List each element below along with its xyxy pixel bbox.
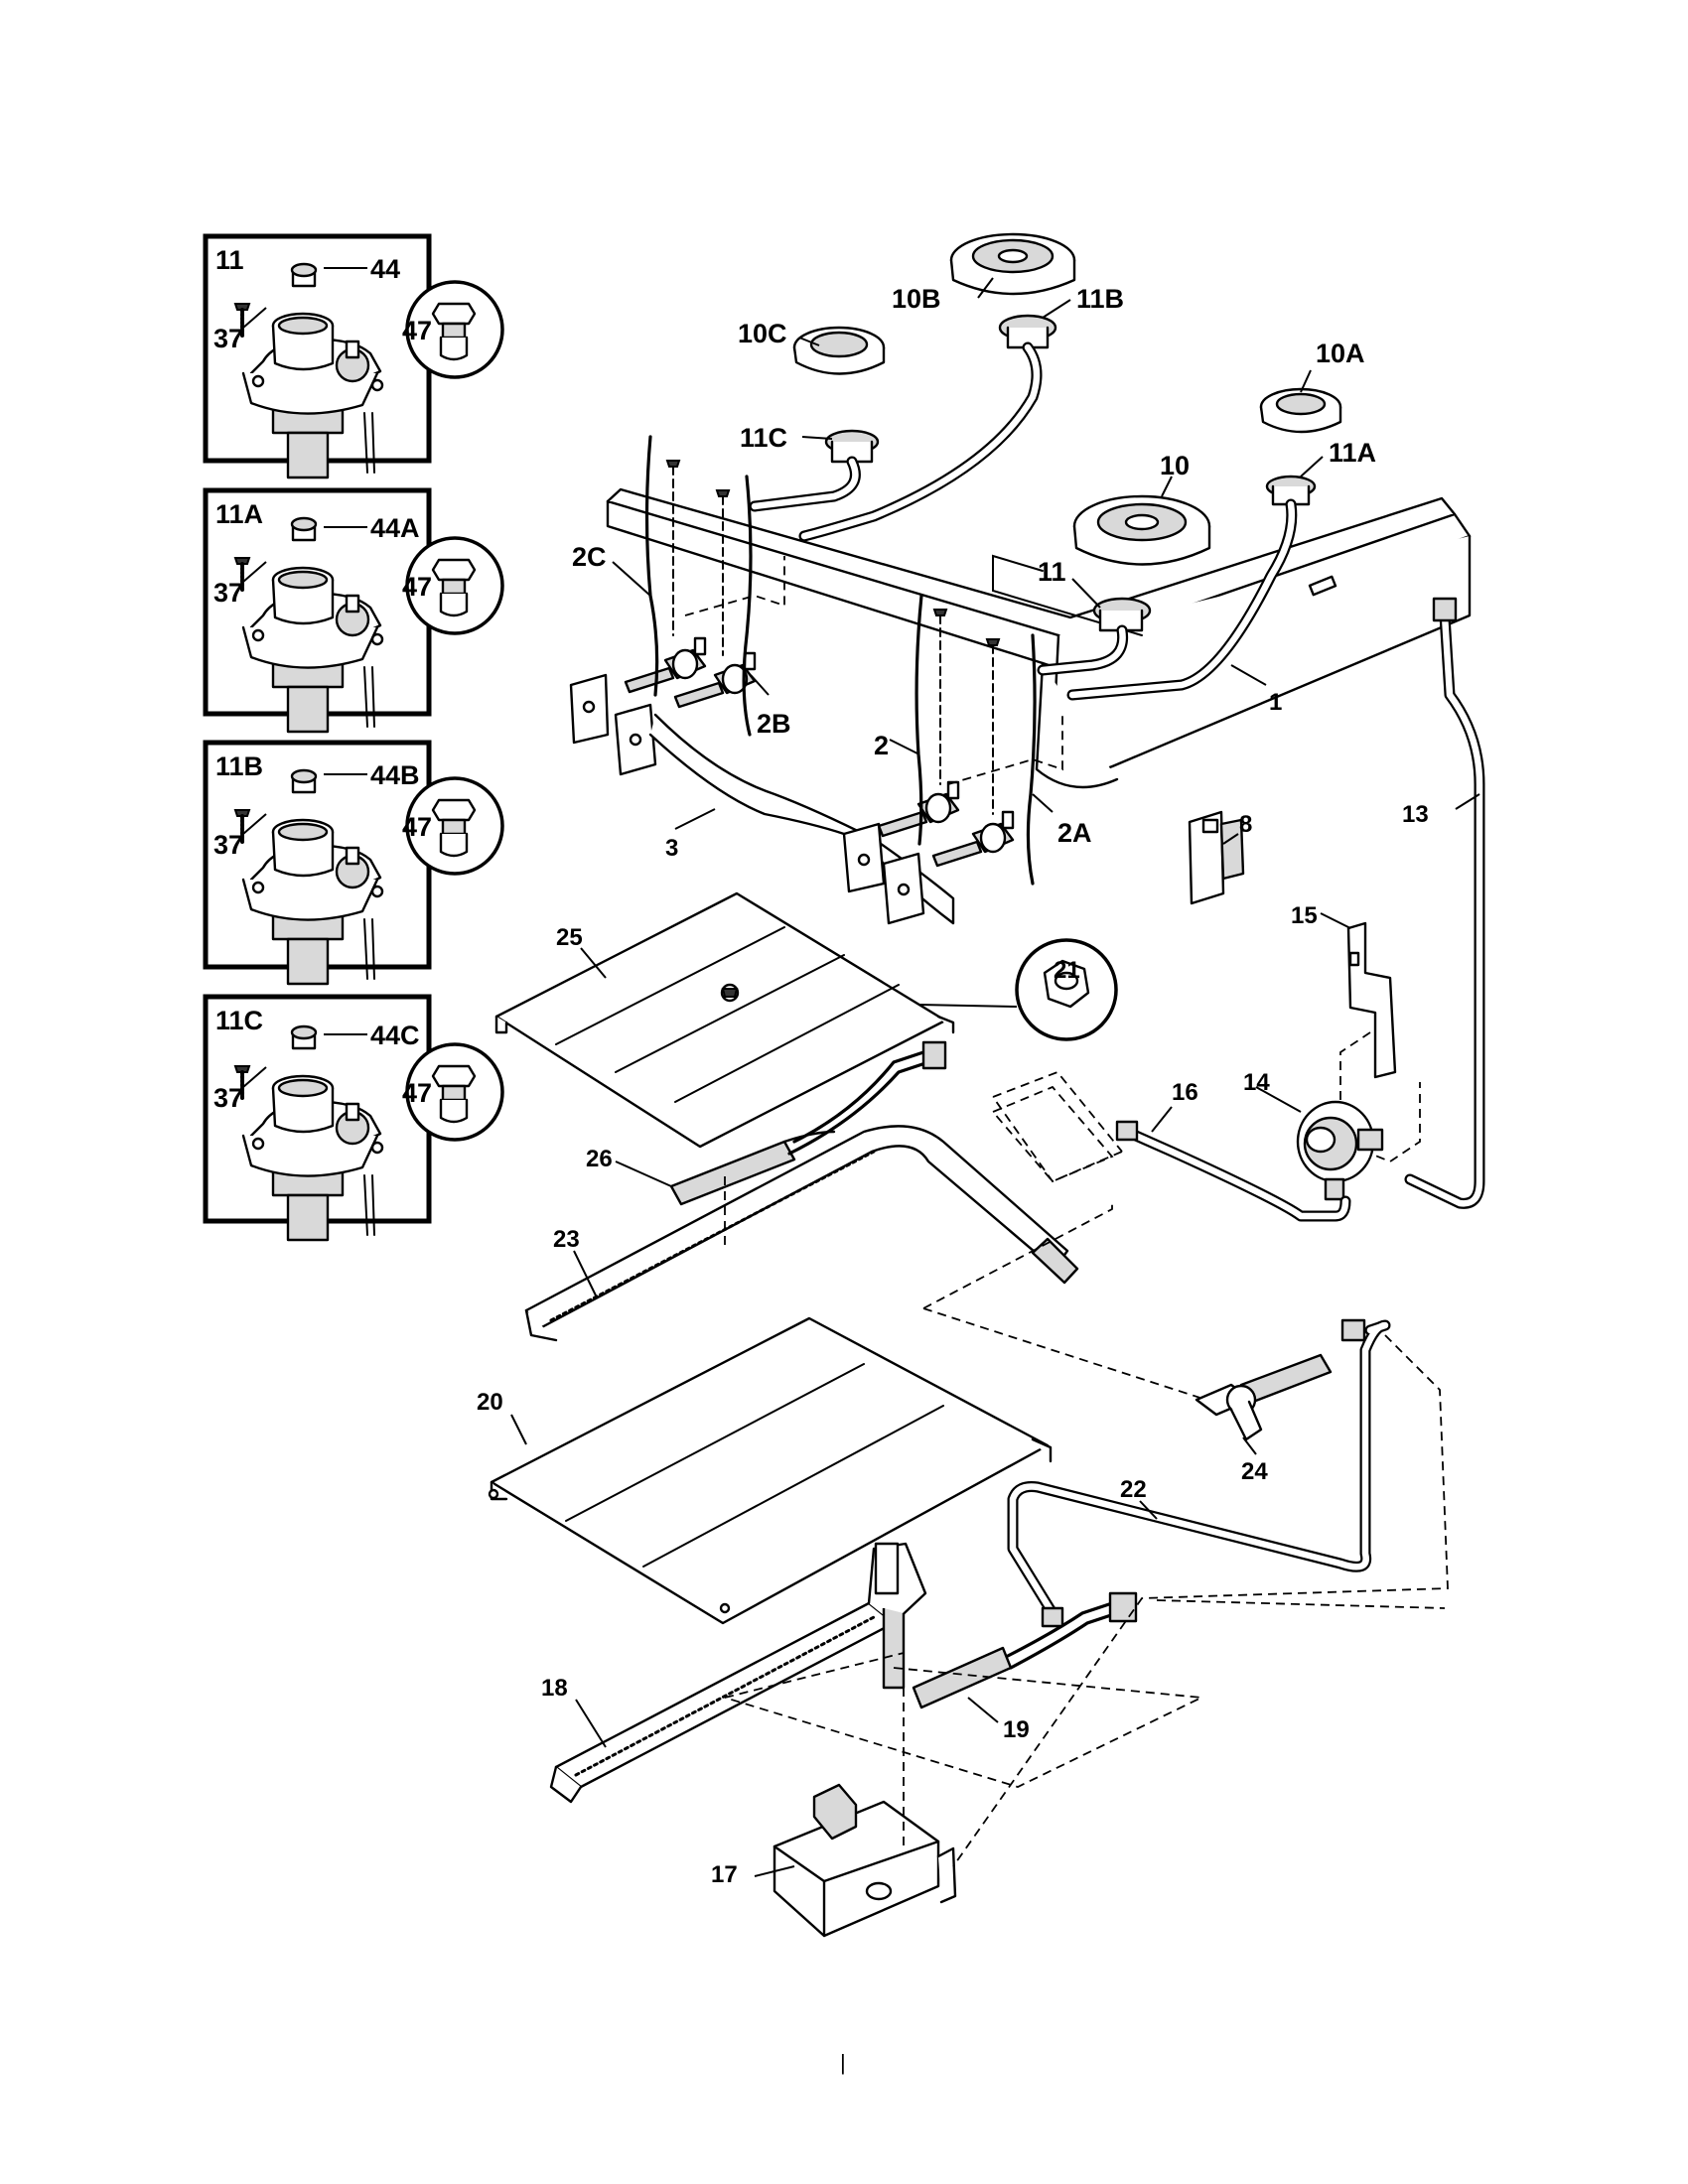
regulator-bracket xyxy=(1346,921,1397,1079)
cap-label: 44 xyxy=(370,254,400,284)
screw-label: 37 xyxy=(213,830,243,860)
valves-rear xyxy=(624,460,1015,868)
bake-burner-orifice xyxy=(1195,1353,1333,1441)
callout-19: 19 xyxy=(1003,1716,1030,1743)
callout-26: 26 xyxy=(586,1146,613,1172)
pressure-regulator xyxy=(1296,1100,1384,1201)
callout-10: 10 xyxy=(1160,451,1190,480)
callout-18: 18 xyxy=(541,1675,568,1702)
burner-valve-11b xyxy=(998,314,1057,349)
callout-25: 25 xyxy=(556,924,583,951)
manifold-frame xyxy=(606,487,1472,789)
callout-22: 22 xyxy=(1120,1476,1147,1503)
broil-igniter xyxy=(669,1040,947,1246)
callout-24: 24 xyxy=(1241,1458,1268,1485)
jet-label: 47 xyxy=(402,316,432,345)
screw-label: 37 xyxy=(213,578,243,608)
callout-2: 2 xyxy=(874,731,889,760)
callout-10b: 10B xyxy=(892,284,941,314)
screw-label: 37 xyxy=(213,324,243,353)
bake-igniter xyxy=(912,1591,1138,1709)
bake-burner xyxy=(549,1542,927,1804)
burner-10c xyxy=(792,326,886,375)
inset-burner-11: 11 44 37 47 xyxy=(203,233,504,479)
callout-2a: 2A xyxy=(1057,818,1092,848)
callout-13: 13 xyxy=(1402,801,1429,828)
callout-11c: 11C xyxy=(740,423,787,453)
callout-2b: 2B xyxy=(757,709,791,739)
burner-gas-tubes xyxy=(749,341,1298,701)
main-gas-line xyxy=(1404,597,1485,1209)
inset-title: 11 xyxy=(215,245,244,275)
callout-leaders xyxy=(510,277,1480,1877)
callout-14: 14 xyxy=(1243,1069,1270,1096)
page-mark: | xyxy=(840,2050,846,2075)
thermocouple-wires xyxy=(644,435,1037,886)
bracket-rail xyxy=(569,673,955,925)
regulator-tube xyxy=(1115,1120,1351,1222)
jet-label: 47 xyxy=(402,812,432,842)
callout-labels: 10B 11B 10C 11C 10A 11A 10 11 2C 2B 2 2A… xyxy=(477,284,1429,1888)
oven-safety-valve xyxy=(773,1783,957,1938)
callout-8: 8 xyxy=(1239,811,1252,838)
jet-label: 47 xyxy=(402,1078,432,1108)
callout-11: 11 xyxy=(1038,557,1066,587)
callout-10a: 10A xyxy=(1316,339,1365,368)
callout-16: 16 xyxy=(1172,1079,1198,1106)
assembly-dashes xyxy=(724,1070,1449,1867)
callout-15: 15 xyxy=(1291,902,1318,929)
cap-label: 44C xyxy=(370,1021,420,1050)
spark-module xyxy=(1188,810,1245,905)
inset-burner-11b: 11B 44B 37 47 xyxy=(203,740,504,986)
callout-20: 20 xyxy=(477,1389,503,1416)
callout-21: 21 xyxy=(1054,957,1080,984)
bake-gas-line xyxy=(1007,1318,1391,1628)
burner-valve-11c xyxy=(824,429,880,464)
bake-baffle xyxy=(488,1316,1053,1625)
jet-label: 47 xyxy=(402,572,432,602)
callout-2c: 2C xyxy=(572,542,607,572)
callout-10c: 10C xyxy=(738,319,787,348)
screw-label: 37 xyxy=(213,1083,243,1113)
burner-10a xyxy=(1259,387,1342,434)
callout-17: 17 xyxy=(711,1861,738,1888)
inset-title: 11A xyxy=(215,499,263,529)
callout-23: 23 xyxy=(553,1226,580,1253)
callout-11b: 11B xyxy=(1076,284,1124,314)
inset-title: 11C xyxy=(215,1006,263,1035)
inset-burner-11c: 11C 44C 37 47 xyxy=(203,994,504,1242)
callout-11a: 11A xyxy=(1329,438,1376,468)
cap-label: 44A xyxy=(370,513,420,543)
callout-1: 1 xyxy=(1269,689,1282,716)
burner-10b xyxy=(949,232,1076,296)
callout-3: 3 xyxy=(665,835,678,862)
broil-burner-tube xyxy=(524,1125,1079,1342)
burner-10 xyxy=(1072,494,1211,566)
inset-title: 11B xyxy=(215,751,263,781)
inset-burner-11a: 11A 44A 37 47 xyxy=(203,487,504,734)
cap-label: 44B xyxy=(370,760,420,790)
broil-baffle xyxy=(494,891,955,1149)
